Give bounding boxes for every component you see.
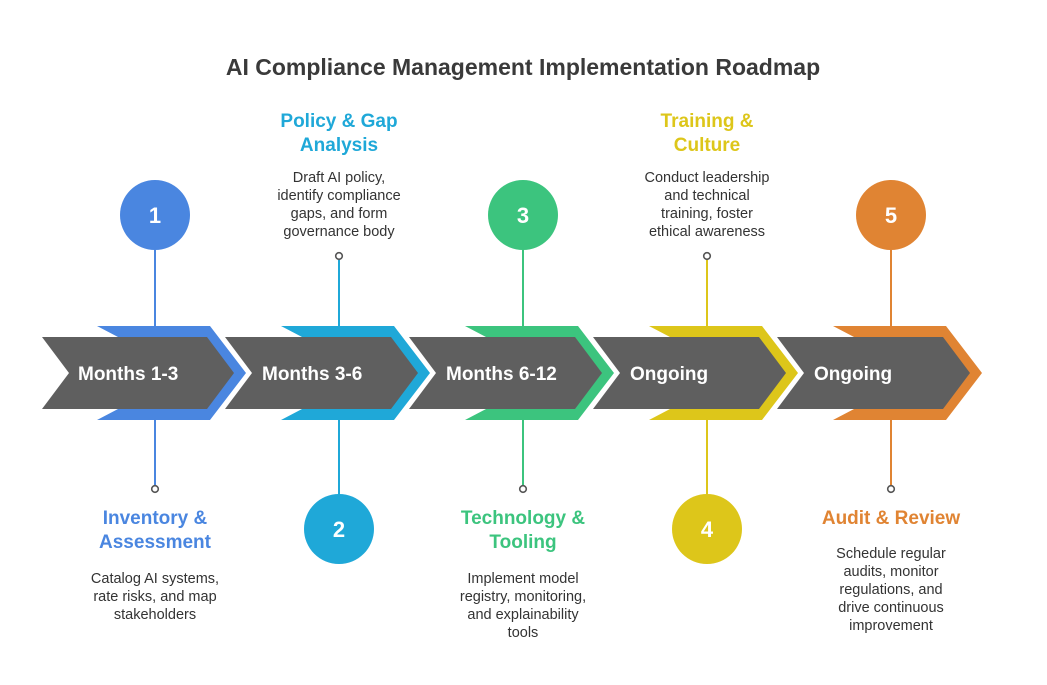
phase-3-chevron <box>409 337 602 409</box>
phase-3-number-circle <box>488 180 558 250</box>
phase-4-title: Training & Culture <box>661 111 754 156</box>
phase-5-description-line: drive continuous <box>838 600 944 616</box>
phase-5-number: 5 <box>885 203 897 228</box>
phase-2-description-line: gaps, and form <box>291 206 388 222</box>
phase-3-description-line: registry, monitoring, <box>460 589 586 605</box>
phase-3-title-line: Technology & <box>461 508 585 529</box>
phase-3-title-line: Tooling <box>489 532 556 553</box>
phase-5-description-line: improvement <box>849 618 933 634</box>
phase-4-number-circle <box>672 494 742 564</box>
phase-2-description-line: identify compliance <box>277 188 400 204</box>
phase-5-title: Audit & Review <box>822 508 961 529</box>
phase-4-description-line: training, foster <box>661 206 753 222</box>
phase-2-description-line: Draft AI policy, <box>293 170 385 186</box>
phase-2-title-line: Policy & Gap <box>280 111 397 132</box>
phase-1-chevron <box>42 337 234 409</box>
phase-5-description: Schedule regular audits, monitor regulatio… <box>836 546 946 634</box>
phase-5-chevron <box>777 337 970 409</box>
phase-1-marker <box>150 484 160 494</box>
phase-4-description-line: ethical awareness <box>649 224 765 240</box>
phase-3-description-line: and explainability <box>467 607 579 623</box>
phase-1-number-circle <box>120 180 190 250</box>
phase-1-description-line: stakeholders <box>114 607 196 623</box>
phase-3-number: 3 <box>517 203 529 228</box>
phase-2-number-circle <box>304 494 374 564</box>
phase-2-description: Draft AI policy, identify compliance gaps,… <box>277 170 400 240</box>
phase-2-description-line: governance body <box>283 224 395 240</box>
phase-3-title: Technology & Tooling <box>461 508 585 553</box>
phase-3-period: Months 6-12 <box>446 364 557 385</box>
phase-3-marker <box>518 484 528 494</box>
phase-4-description-line: and technical <box>664 188 749 204</box>
phase-3-description-line: Implement model <box>467 571 578 587</box>
phase-5-description-line: regulations, and <box>839 582 942 598</box>
phase-1-title-line: Inventory & <box>103 508 208 529</box>
phase-2-period: Months 3-6 <box>262 364 362 385</box>
phase-4-marker <box>702 251 712 261</box>
diagram-title: AI Compliance Management Implementation … <box>226 54 820 80</box>
phase-1-description-line: rate risks, and map <box>93 589 216 605</box>
phase-2-marker <box>334 251 344 261</box>
phase-1-description-line: Catalog AI systems, <box>91 571 219 587</box>
phase-5-number-circle <box>856 180 926 250</box>
phase-3-description-line: tools <box>508 625 539 641</box>
phase-1-title-line: Assessment <box>99 532 212 553</box>
phase-5-marker <box>886 484 896 494</box>
phase-2-title-line: Analysis <box>300 135 378 156</box>
phase-5-description-line: Schedule regular <box>836 546 946 562</box>
phase-1-description: Catalog AI systems, rate risks, and map st… <box>91 571 219 623</box>
phase-3-description: Implement model registry, monitoring, and … <box>460 571 586 641</box>
phase-1-number: 1 <box>149 203 161 228</box>
phase-4-title-line: Culture <box>674 135 741 156</box>
phase-4-period: Ongoing <box>630 364 708 385</box>
phase-2-chevron <box>225 337 418 409</box>
phase-5-period: Ongoing <box>814 364 892 385</box>
phase-2-number: 2 <box>333 517 345 542</box>
phase-5-title-line: Audit & Review <box>822 508 961 529</box>
phase-4-description-line: Conduct leadership <box>645 170 770 186</box>
phase-4-description: Conduct leadership and technical training,… <box>645 170 770 240</box>
phase-1-title: Inventory & Assessment <box>99 508 212 553</box>
phase-4-chevron <box>593 337 786 409</box>
phase-5-description-line: audits, monitor <box>843 564 938 580</box>
phase-1-period: Months 1-3 <box>78 364 178 385</box>
phase-4-title-line: Training & <box>661 111 754 132</box>
phase-4-number: 4 <box>701 517 714 542</box>
